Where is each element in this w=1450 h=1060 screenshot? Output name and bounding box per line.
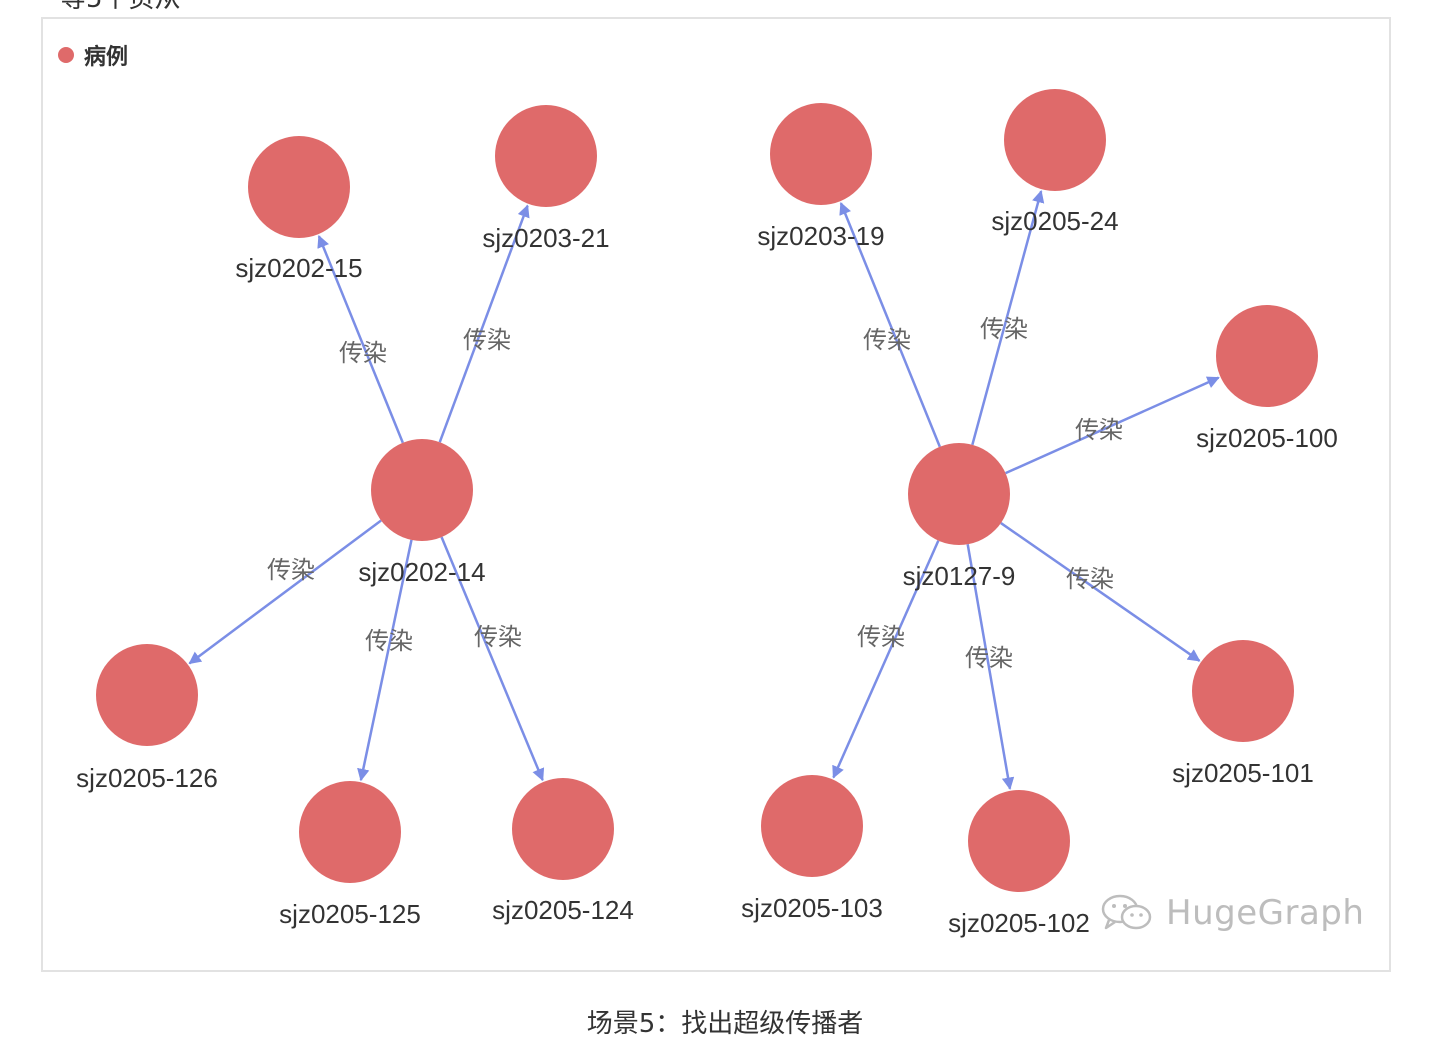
edge-sjz0202-14-to-sjz0202-15[interactable]	[317, 234, 404, 444]
node-sjz0205-126[interactable]	[96, 644, 198, 746]
legend-marker	[58, 47, 74, 63]
edge-sjz0127-9-to-sjz0205-102[interactable]	[966, 544, 1015, 791]
node-label: sjz0205-24	[991, 206, 1118, 236]
legend[interactable]: 病例	[58, 42, 129, 70]
edge-sjz0202-14-to-sjz0205-124[interactable]	[440, 536, 545, 782]
node-sjz0205-100[interactable]	[1216, 305, 1318, 407]
node-label: sjz0205-102	[948, 908, 1090, 938]
node-sjz0205-103[interactable]	[761, 775, 863, 877]
top-cut-text: 等5个页从	[60, 0, 181, 15]
node-label: sjz0205-103	[741, 893, 883, 923]
wechat-icon	[1101, 894, 1152, 930]
node-sjz0202-15[interactable]	[248, 136, 350, 238]
edge-sjz0202-14-to-sjz0203-21[interactable]	[438, 204, 530, 443]
edges-layer	[188, 189, 1220, 791]
edge-label: 传染	[1075, 416, 1123, 444]
edge-label: 传染	[463, 326, 511, 354]
edge-label: 传染	[965, 644, 1013, 672]
edge-sjz0202-14-to-sjz0205-125[interactable]	[357, 539, 413, 782]
watermark-text: HugeGraph	[1166, 893, 1365, 933]
node-sjz0205-102[interactable]	[968, 790, 1070, 892]
node-sjz0202-14[interactable]	[371, 439, 473, 541]
node-sjz0203-21[interactable]	[495, 105, 597, 207]
node-sjz0205-124[interactable]	[512, 778, 614, 880]
labels-layer: 传染传染传染传染传染传染传染传染传染传染传染sjz0202-14sjz0202-…	[76, 206, 1338, 938]
edge-label: 传染	[857, 623, 905, 651]
legend-label: 病例	[84, 45, 129, 70]
node-label: sjz0203-21	[482, 223, 609, 253]
edge-label: 传染	[474, 623, 522, 651]
edge-label: 传染	[339, 339, 387, 367]
edge-label: 传染	[863, 326, 911, 354]
node-label: sjz0205-125	[279, 899, 421, 929]
edge-sjz0127-9-to-sjz0205-24[interactable]	[971, 189, 1045, 446]
watermark: HugeGraph	[1100, 888, 1364, 938]
node-sjz0203-19[interactable]	[770, 103, 872, 205]
node-sjz0205-24[interactable]	[1004, 89, 1106, 191]
node-sjz0205-125[interactable]	[299, 781, 401, 883]
figure-caption: 场景5：找出超级传播者	[586, 1009, 864, 1039]
edge-label: 传染	[980, 315, 1028, 343]
node-label: sjz0203-19	[757, 221, 884, 251]
edge-sjz0127-9-to-sjz0203-19[interactable]	[839, 201, 941, 448]
edge-sjz0127-9-to-sjz0205-101[interactable]	[1000, 522, 1201, 662]
node-label: sjz0205-101	[1172, 758, 1314, 788]
node-label: sjz0205-100	[1196, 423, 1338, 453]
edge-label: 传染	[365, 627, 413, 655]
node-label: sjz0202-14	[358, 557, 485, 587]
node-label: sjz0202-15	[235, 253, 362, 283]
node-label: sjz0127-9	[903, 561, 1016, 591]
edge-sjz0127-9-to-sjz0205-100[interactable]	[1005, 376, 1220, 475]
edge-sjz0127-9-to-sjz0205-103[interactable]	[832, 540, 940, 779]
node-label: sjz0205-124	[492, 895, 634, 925]
node-sjz0205-101[interactable]	[1192, 640, 1294, 742]
edge-sjz0202-14-to-sjz0205-126[interactable]	[188, 519, 382, 665]
edge-label: 传染	[1066, 565, 1114, 593]
nodes-layer	[96, 89, 1318, 892]
node-label: sjz0205-126	[76, 763, 218, 793]
edge-label: 传染	[267, 556, 315, 584]
node-sjz0127-9[interactable]	[908, 443, 1010, 545]
